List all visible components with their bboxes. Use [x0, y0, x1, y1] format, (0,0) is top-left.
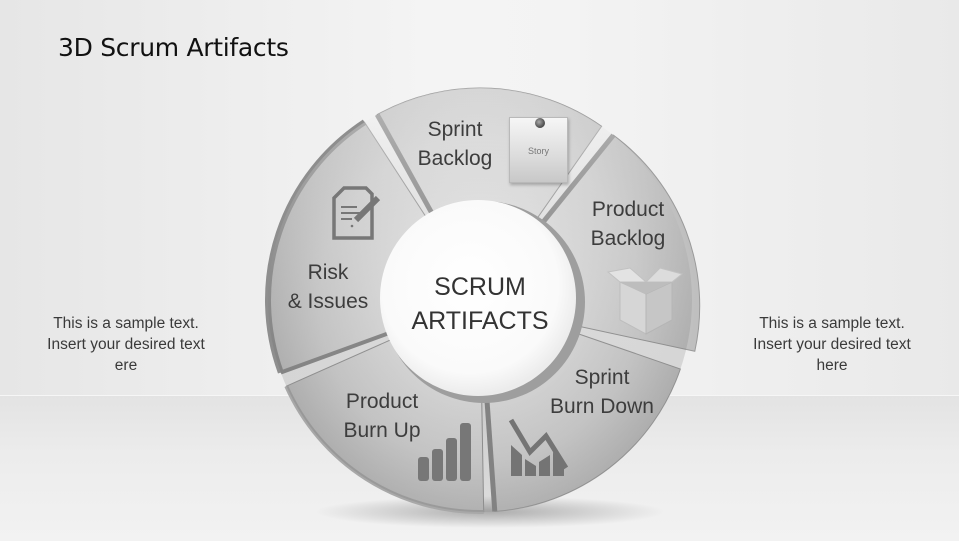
- open-box-icon: [606, 267, 684, 335]
- slide-title: 3D Scrum Artifacts: [58, 33, 289, 62]
- sticky-note-icon: Story: [509, 117, 568, 183]
- document-edit-icon: [332, 186, 381, 240]
- diagram-shadow: [315, 496, 665, 528]
- segment-label-sprint-burn-down: Sprint Burn Down: [550, 366, 654, 418]
- segment-label-sprint-backlog: Sprint Backlog: [417, 118, 493, 170]
- segment-label-product-backlog: Product Backlog: [590, 198, 666, 250]
- pushpin-icon: [535, 118, 545, 128]
- ring-highlight: [268, 88, 692, 512]
- sticky-note-text: Story: [527, 146, 549, 156]
- side-text-right: This is a sample text. Insert your desir…: [753, 315, 911, 374]
- center-title: SCRUM ARTIFACTS: [411, 273, 549, 335]
- burn-down-chart-icon: [508, 418, 569, 476]
- segment-label-product-burn-up: Product Burn Up: [343, 390, 421, 442]
- center-circle: [380, 200, 576, 396]
- side-text-left: This is a sample text. Insert your desir…: [47, 315, 205, 374]
- segment-label-risk-issues: Risk & Issues: [287, 261, 369, 313]
- bar-chart-icon: [418, 423, 471, 481]
